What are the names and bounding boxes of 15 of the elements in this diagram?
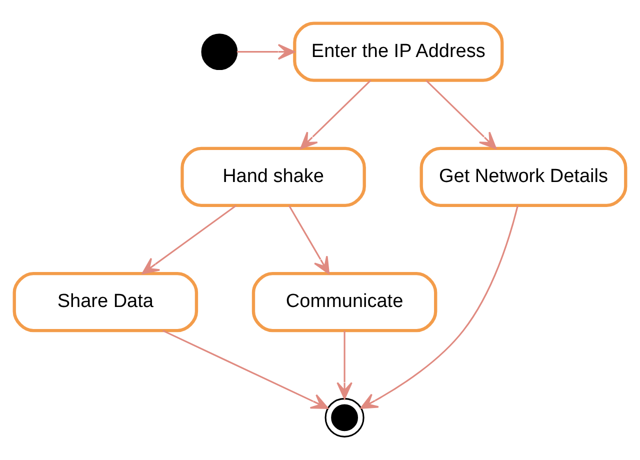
arrow <box>426 80 497 150</box>
node-circle <box>324 398 364 438</box>
arrow <box>142 204 236 274</box>
node-box: Communicate <box>252 272 438 332</box>
node-box: Get Network Details <box>420 146 628 208</box>
arrow <box>360 205 518 409</box>
node-box: Share Data <box>12 272 198 332</box>
arrow <box>288 205 330 274</box>
arrow <box>236 44 296 60</box>
node-box: Enter the IP Address <box>293 22 504 82</box>
arrow <box>300 80 372 150</box>
node-circle <box>201 34 238 70</box>
arrow <box>336 330 352 400</box>
node-box: Hand shake <box>180 146 366 208</box>
arrow <box>162 330 328 409</box>
